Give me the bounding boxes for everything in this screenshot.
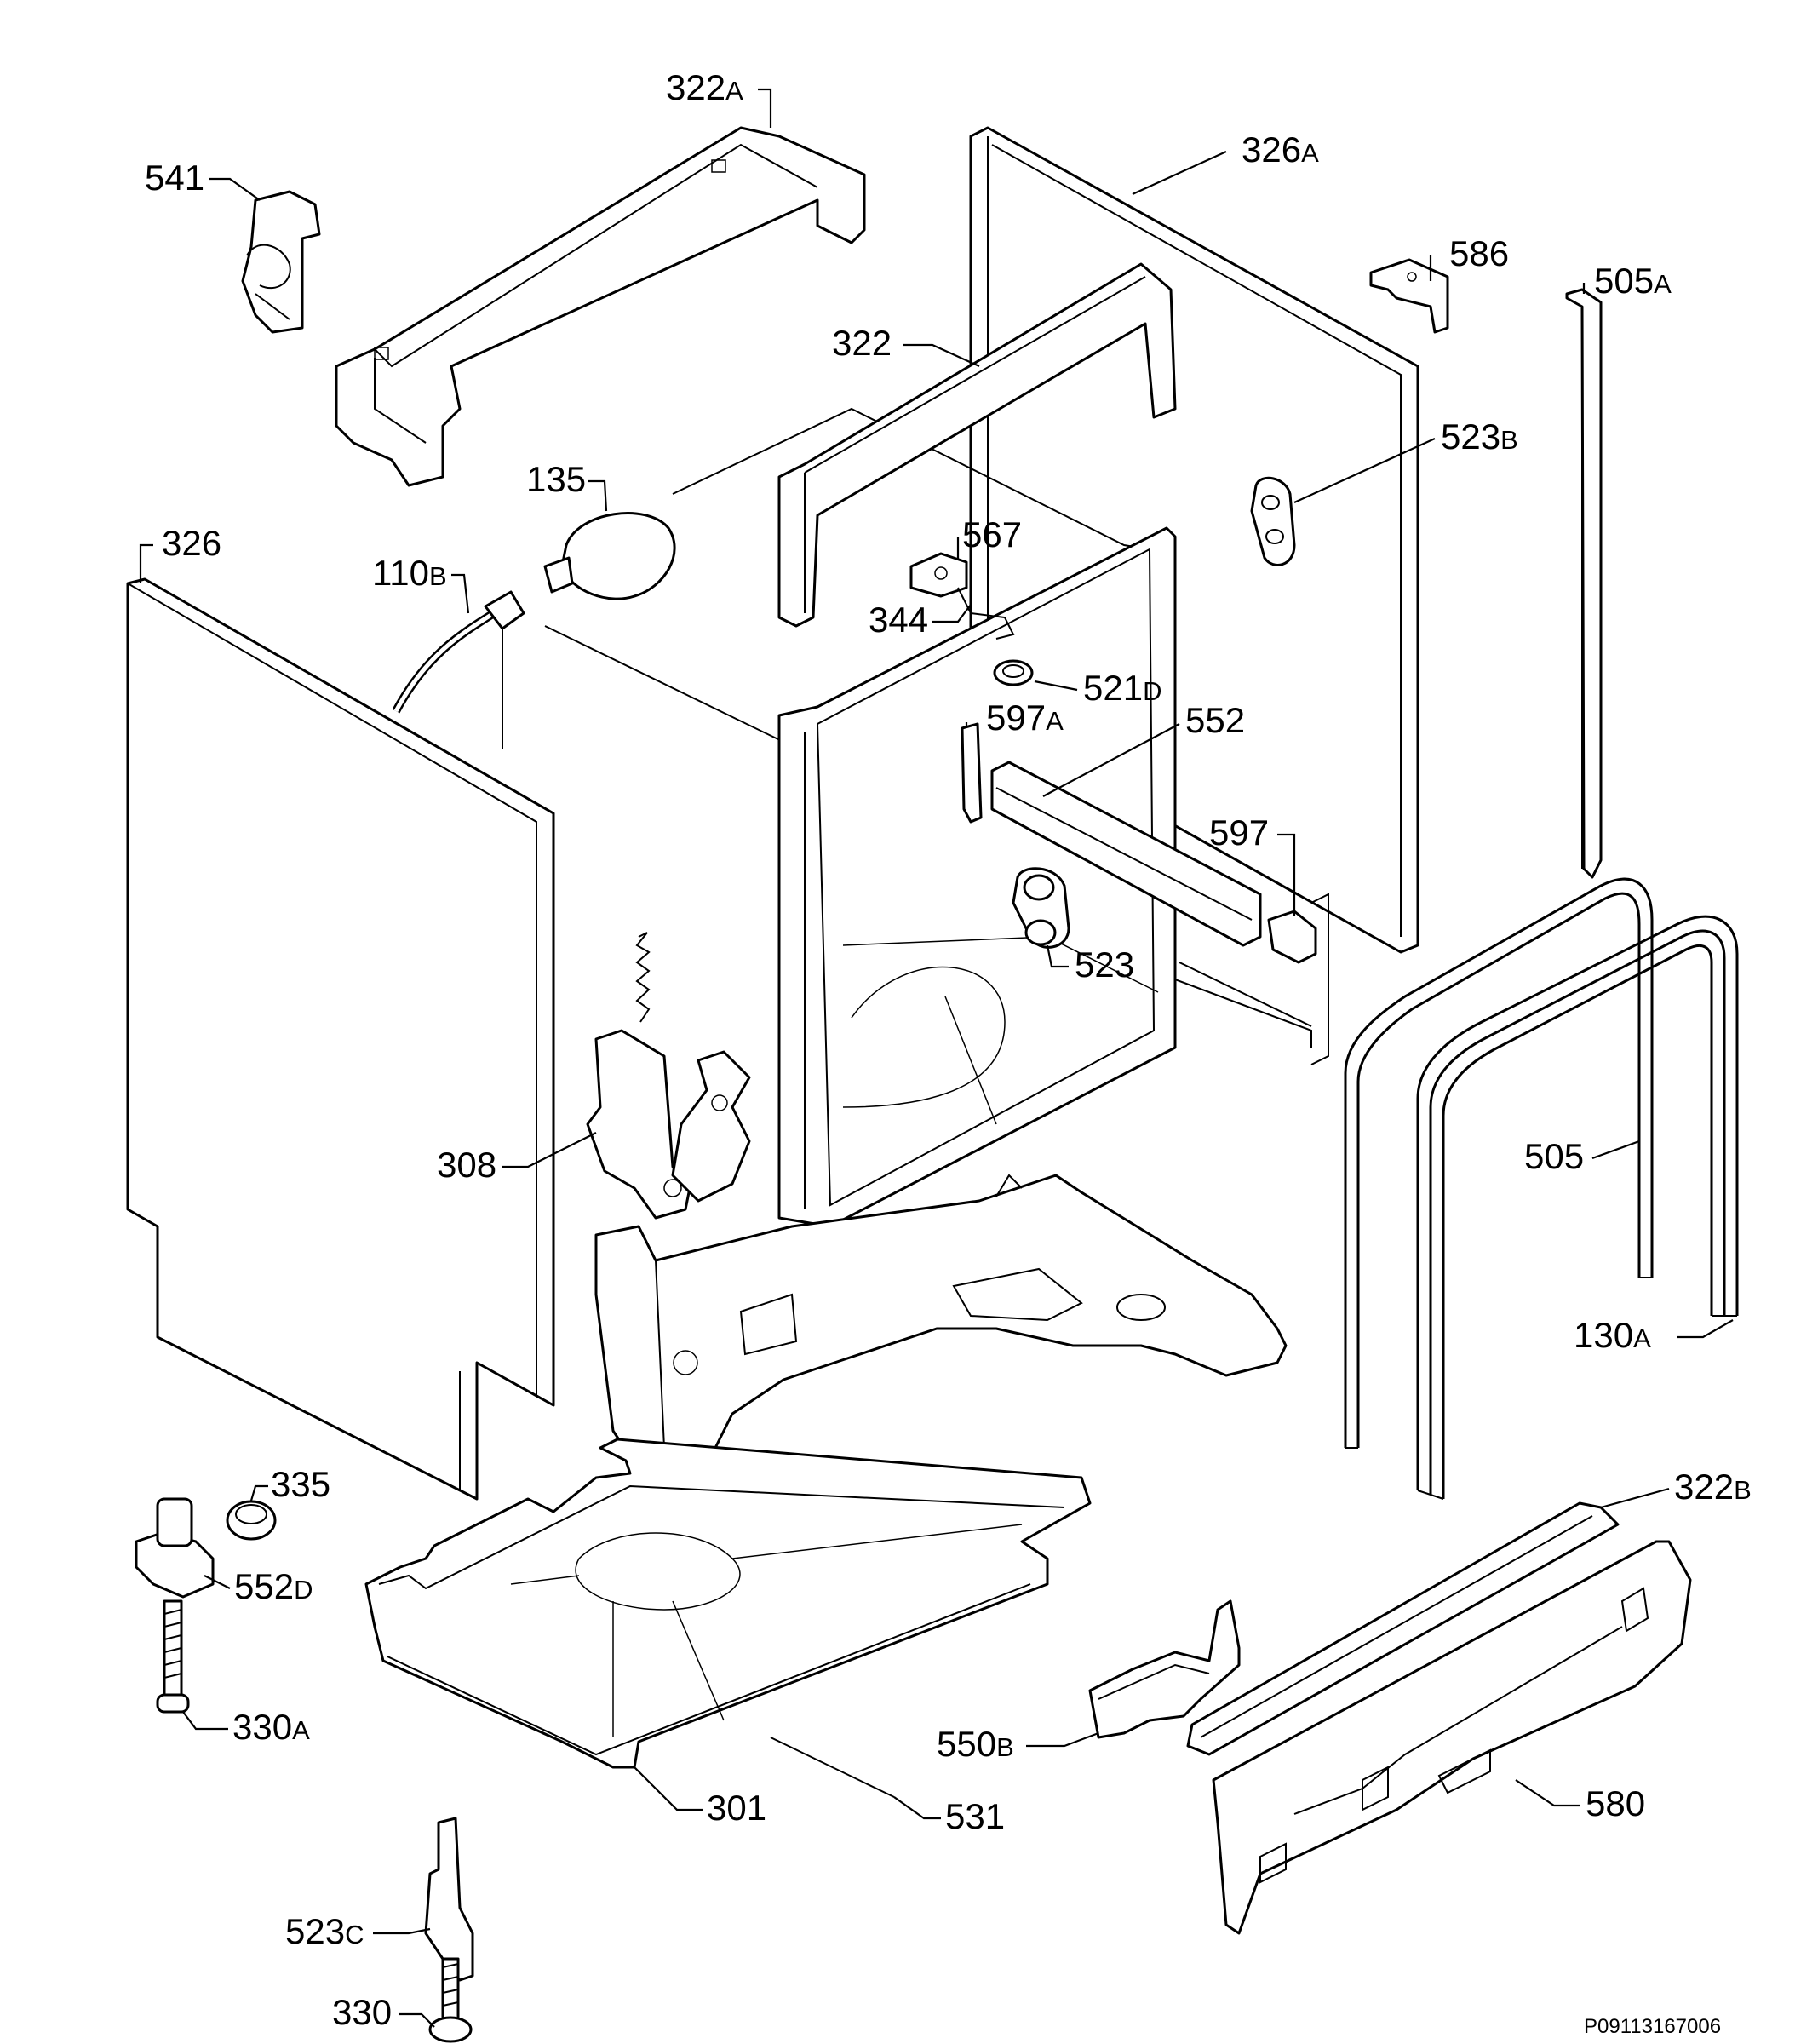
label-523c: 523C — [285, 1911, 364, 1951]
part-308-door-lock — [586, 932, 751, 1220]
label-521d: 521D — [1083, 668, 1161, 708]
part-597-clip — [1267, 910, 1317, 964]
drawing-code: P09113167006 — [1584, 2015, 1721, 2038]
callout-labels: 322A 541 326A 586 505A 322 523B 135 567 … — [145, 67, 1752, 2038]
label-335: 335 — [271, 1464, 330, 1504]
part-580-kick-panel — [1212, 1540, 1692, 1935]
part-541-clip — [241, 190, 321, 334]
part-567-clip — [909, 552, 968, 598]
label-552: 552 — [1185, 700, 1245, 740]
part-523c-hinge — [424, 1817, 474, 1982]
label-344: 344 — [869, 600, 928, 640]
label-523: 523 — [1075, 944, 1134, 985]
label-326: 326 — [162, 523, 221, 563]
part-135-dispenser — [543, 512, 676, 600]
part-523-grommet — [1012, 867, 1070, 949]
part-330-screw — [428, 1957, 473, 2043]
label-322a: 322A — [666, 67, 743, 107]
label-552d: 552D — [234, 1566, 313, 1606]
tub-front-frame — [777, 526, 1177, 1228]
label-308: 308 — [437, 1145, 496, 1185]
part-330a-screw — [156, 1599, 190, 1714]
label-110b: 110B — [372, 553, 447, 593]
part-322a-top-rail — [335, 126, 866, 487]
part-505-gasket — [1344, 877, 1654, 1449]
label-322b: 322B — [1674, 1467, 1752, 1507]
part-130a-gasket — [1416, 915, 1739, 1500]
label-322: 322 — [832, 323, 892, 363]
label-580: 580 — [1586, 1783, 1645, 1823]
label-130a: 130A — [1574, 1315, 1651, 1355]
leader-lines — [139, 88, 1734, 2028]
label-597a: 597A — [986, 698, 1064, 738]
label-135: 135 — [526, 459, 586, 499]
label-505: 505 — [1524, 1136, 1584, 1176]
label-330: 330 — [332, 1992, 392, 2032]
part-301-base-tray — [364, 1438, 1092, 1769]
label-505a: 505A — [1594, 261, 1672, 301]
part-521d-ring — [993, 659, 1034, 686]
part-110b-hose — [392, 590, 525, 714]
label-550b: 550B — [937, 1724, 1014, 1764]
part-523b-grommet — [1250, 476, 1296, 566]
base-chassis — [594, 1174, 1288, 1462]
part-586-bracket — [1369, 258, 1449, 334]
part-344-spring-wire — [957, 587, 1015, 640]
part-552-rail — [990, 761, 1262, 947]
part-326-side-panel — [126, 577, 555, 1501]
label-567: 567 — [962, 514, 1022, 554]
part-322b-rail — [1186, 1501, 1620, 1756]
label-531: 531 — [945, 1796, 1005, 1836]
label-326a: 326A — [1242, 129, 1319, 169]
label-586: 586 — [1449, 233, 1509, 273]
part-335-gear — [226, 1500, 277, 1541]
part-322-front-rail — [777, 262, 1177, 628]
part-531-wire — [770, 1737, 895, 1798]
label-301: 301 — [707, 1788, 766, 1828]
part-550b-bracket — [1088, 1599, 1241, 1739]
part-597a-clip — [961, 722, 983, 824]
part-505a-strip — [1565, 288, 1603, 879]
label-541: 541 — [145, 158, 204, 198]
label-330a: 330A — [232, 1707, 310, 1747]
label-523b: 523B — [1441, 416, 1518, 456]
label-597: 597 — [1209, 812, 1269, 853]
part-552d-motor — [135, 1497, 215, 1599]
